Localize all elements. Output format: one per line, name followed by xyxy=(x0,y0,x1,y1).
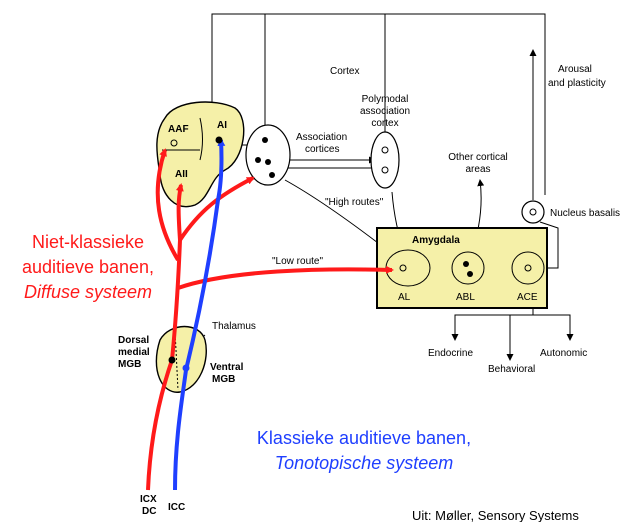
non-classical-annotation-2: auditieve banen, xyxy=(22,257,154,277)
nucleus-basalis-node xyxy=(522,201,544,223)
endocrine-label: Endocrine xyxy=(428,348,473,359)
dc-label: DC xyxy=(142,506,156,517)
behavioral-label: Behavioral xyxy=(488,364,535,375)
classical-annotation-2: Tonotopische systeem xyxy=(275,453,453,473)
aaf-label: AAF xyxy=(168,124,189,135)
icx-label: ICX xyxy=(140,494,157,505)
low-route-label: "Low route" xyxy=(272,256,323,267)
ventral-mgb-label: Ventral xyxy=(210,362,244,373)
autonomic-label: Autonomic xyxy=(540,348,587,359)
icc-label: ICC xyxy=(168,502,185,513)
polymodal-label-3: cortex xyxy=(371,118,398,129)
aii-label: AII xyxy=(175,169,188,180)
association-label: Association xyxy=(296,132,347,143)
non-classical-annotation-3: Diffuse systeem xyxy=(24,282,152,302)
ai-label: AI xyxy=(217,120,227,131)
association-label-2: cortices xyxy=(305,144,339,155)
polymodal-label-2: association xyxy=(360,106,410,117)
polymodal-node xyxy=(371,132,399,188)
association-cortices-node xyxy=(246,125,290,185)
al-label: AL xyxy=(398,292,411,303)
source-citation: Uit: Møller, Sensory Systems xyxy=(412,508,579,522)
nucleus-basalis-label: Nucleus basalis xyxy=(550,208,620,219)
arousal-label-2: and plasticity xyxy=(548,78,606,89)
dorsal-medial-label: Dorsal xyxy=(118,335,149,346)
polymodal-label: Polymodal xyxy=(362,94,409,105)
other-cortical-label: Other cortical xyxy=(448,152,507,163)
dorsal-medial-label-2: medial xyxy=(118,347,150,358)
other-cortical-label-2: areas xyxy=(465,164,490,175)
high-routes-label: "High routes" xyxy=(325,197,384,208)
classical-annotation: Klassieke auditieve banen, xyxy=(257,428,471,448)
arousal-label: Arousal xyxy=(558,64,592,75)
ace-label: ACE xyxy=(517,292,538,303)
thalamus-label: Thalamus xyxy=(212,321,256,332)
amygdala-label: Amygdala xyxy=(412,235,460,246)
dorsal-medial-label-3: MGB xyxy=(118,359,141,370)
non-classical-annotation: Niet-klassieke xyxy=(32,232,144,252)
ventral-mgb-label-2: MGB xyxy=(212,374,235,385)
cortex-label: Cortex xyxy=(330,66,359,77)
abl-label: ABL xyxy=(456,292,475,303)
